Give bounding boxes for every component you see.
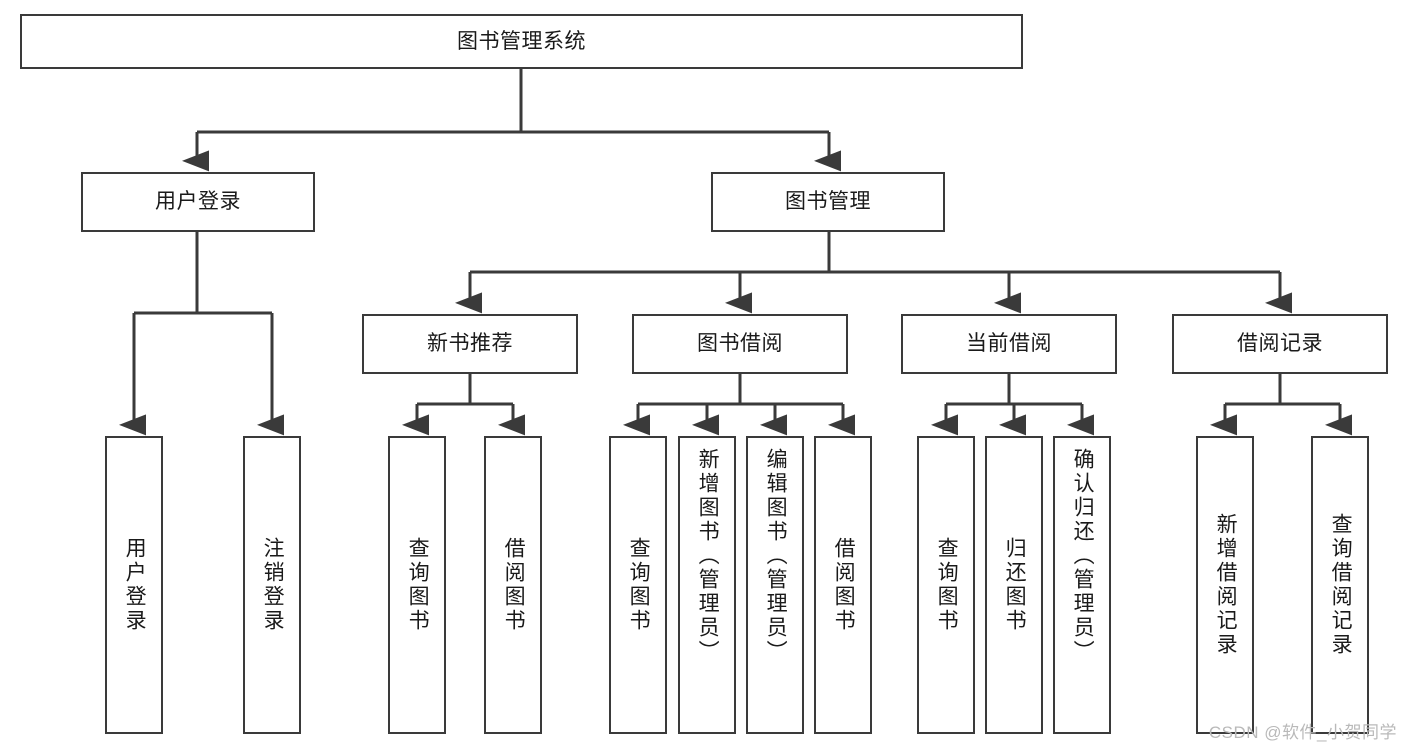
node-leaf-add-book-label: 新增图书（管理员）	[696, 448, 720, 664]
node-leaf-query-book-1-label: 查询图书	[406, 537, 430, 633]
node-leaf-add-book[interactable]: 新增图书（管理员）	[678, 436, 736, 734]
node-leaf-edit-book[interactable]: 编辑图书（管理员）	[746, 436, 804, 734]
node-leaf-user-logout-label: 注销登录	[261, 537, 285, 633]
node-leaf-borrow-book-2[interactable]: 借阅图书	[814, 436, 872, 734]
node-leaf-query-record[interactable]: 查询借阅记录	[1311, 436, 1369, 734]
node-leaf-confirm-return-label: 确认归还（管理员）	[1071, 448, 1095, 664]
node-leaf-user-login-label: 用户登录	[123, 537, 147, 633]
node-root-label: 图书管理系统	[457, 29, 586, 53]
csdn-watermark: CSDN @软件_小贺同学	[1208, 723, 1397, 742]
node-leaf-confirm-return[interactable]: 确认归还（管理员）	[1053, 436, 1111, 734]
node-leaf-query-book-2-label: 查询图书	[627, 537, 651, 633]
node-leaf-borrow-book-2-label: 借阅图书	[832, 537, 856, 633]
node-new-book-rec[interactable]: 新书推荐	[362, 314, 578, 374]
node-leaf-query-book-2[interactable]: 查询图书	[609, 436, 667, 734]
node-leaf-user-logout[interactable]: 注销登录	[243, 436, 301, 734]
node-leaf-user-login[interactable]: 用户登录	[105, 436, 163, 734]
node-leaf-return-book[interactable]: 归还图书	[985, 436, 1043, 734]
node-leaf-return-book-label: 归还图书	[1003, 537, 1027, 633]
node-leaf-query-book-3-label: 查询图书	[935, 537, 959, 633]
node-leaf-add-record[interactable]: 新增借阅记录	[1196, 436, 1254, 734]
node-leaf-add-record-label: 新增借阅记录	[1214, 513, 1238, 657]
node-leaf-borrow-book-1[interactable]: 借阅图书	[484, 436, 542, 734]
node-leaf-query-book-1[interactable]: 查询图书	[388, 436, 446, 734]
node-borrow-record[interactable]: 借阅记录	[1172, 314, 1388, 374]
node-book-borrow[interactable]: 图书借阅	[632, 314, 848, 374]
node-borrow-record-label: 借阅记录	[1237, 332, 1323, 356]
node-user-login-label: 用户登录	[155, 190, 241, 214]
node-current-borrow[interactable]: 当前借阅	[901, 314, 1117, 374]
node-leaf-borrow-book-1-label: 借阅图书	[502, 537, 526, 633]
node-user-login[interactable]: 用户登录	[81, 172, 315, 232]
node-new-book-rec-label: 新书推荐	[427, 332, 513, 356]
node-book-manage[interactable]: 图书管理	[711, 172, 945, 232]
node-book-borrow-label: 图书借阅	[697, 332, 783, 356]
node-leaf-edit-book-label: 编辑图书（管理员）	[764, 448, 788, 664]
node-current-borrow-label: 当前借阅	[966, 332, 1052, 356]
node-book-manage-label: 图书管理	[785, 190, 871, 214]
node-leaf-query-book-3[interactable]: 查询图书	[917, 436, 975, 734]
node-leaf-query-record-label: 查询借阅记录	[1329, 513, 1353, 657]
node-root[interactable]: 图书管理系统	[20, 14, 1023, 69]
